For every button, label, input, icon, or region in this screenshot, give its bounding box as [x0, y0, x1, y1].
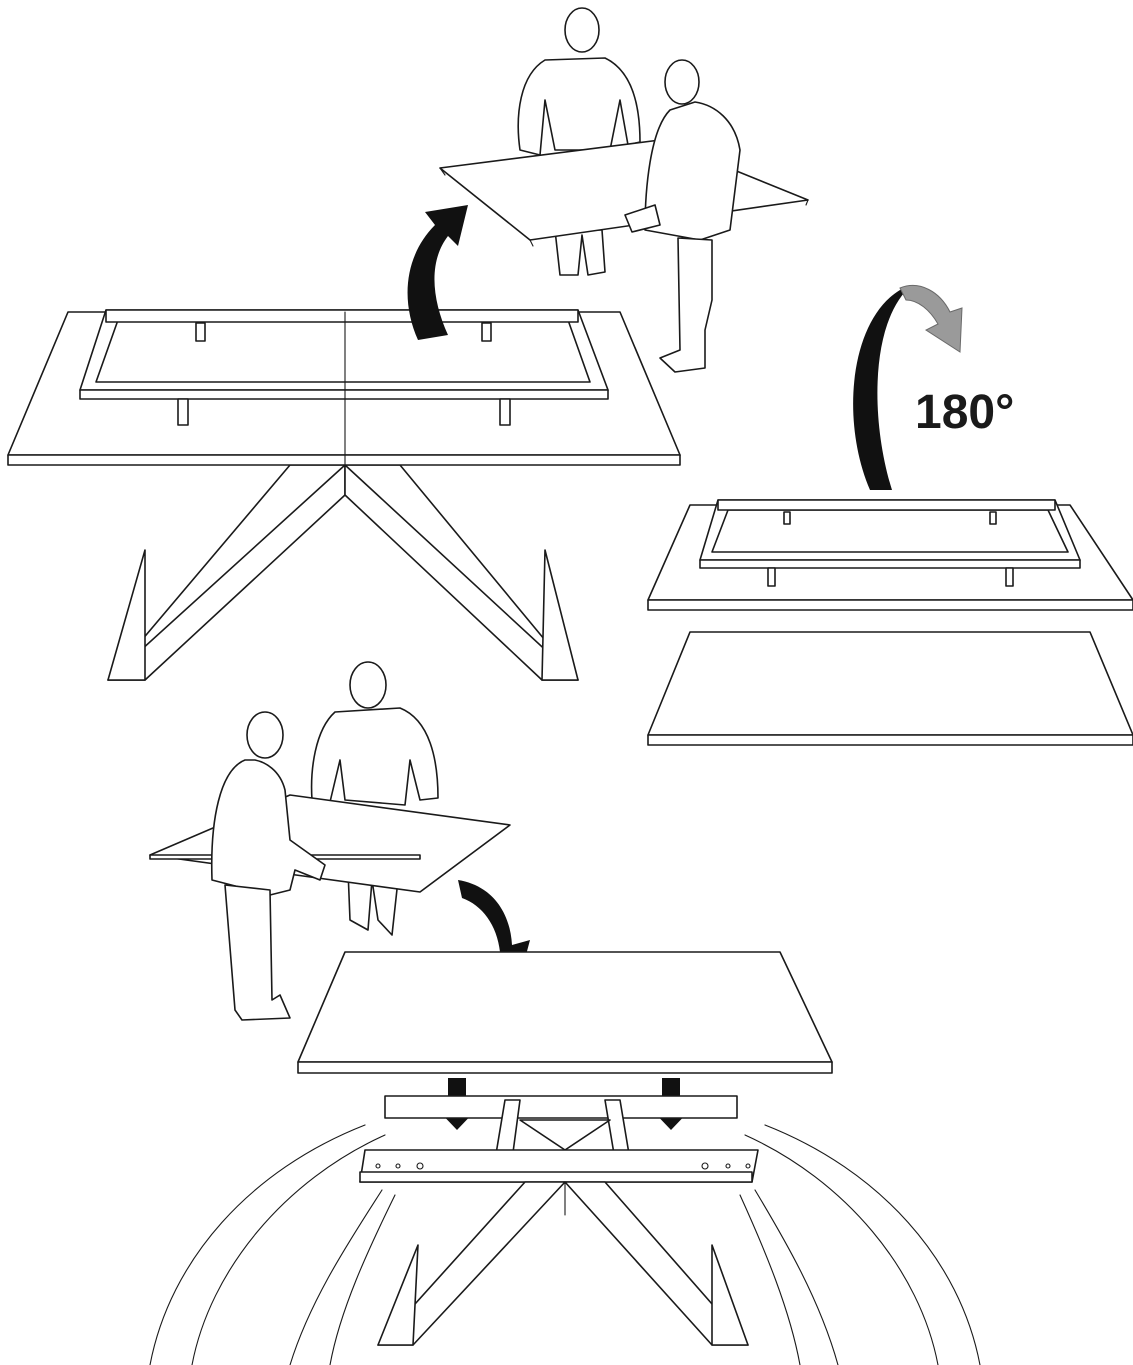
frame	[79, 309, 609, 466]
step2-glass-top	[647, 631, 1133, 746]
people-lifting-top	[439, 7, 809, 373]
people-placing-top	[149, 661, 511, 1021]
person-back-2	[310, 661, 439, 936]
person-left	[517, 7, 641, 276]
step1-table	[7, 309, 681, 681]
person-right	[624, 59, 741, 373]
rotate-180-icon	[853, 284, 963, 490]
motion-lines	[149, 1124, 981, 1365]
person-front-2	[210, 711, 326, 1021]
board-carried	[149, 794, 511, 893]
rotation-label: 180°	[915, 386, 1014, 439]
frame-feet	[177, 322, 511, 426]
step3-top	[297, 951, 833, 1074]
step3-frame-and-base	[359, 1095, 759, 1346]
step2-top-with-frame	[647, 499, 1133, 611]
curved-arrow-up-icon	[407, 205, 468, 340]
board-lifted	[439, 139, 809, 241]
table-legs	[107, 464, 579, 681]
